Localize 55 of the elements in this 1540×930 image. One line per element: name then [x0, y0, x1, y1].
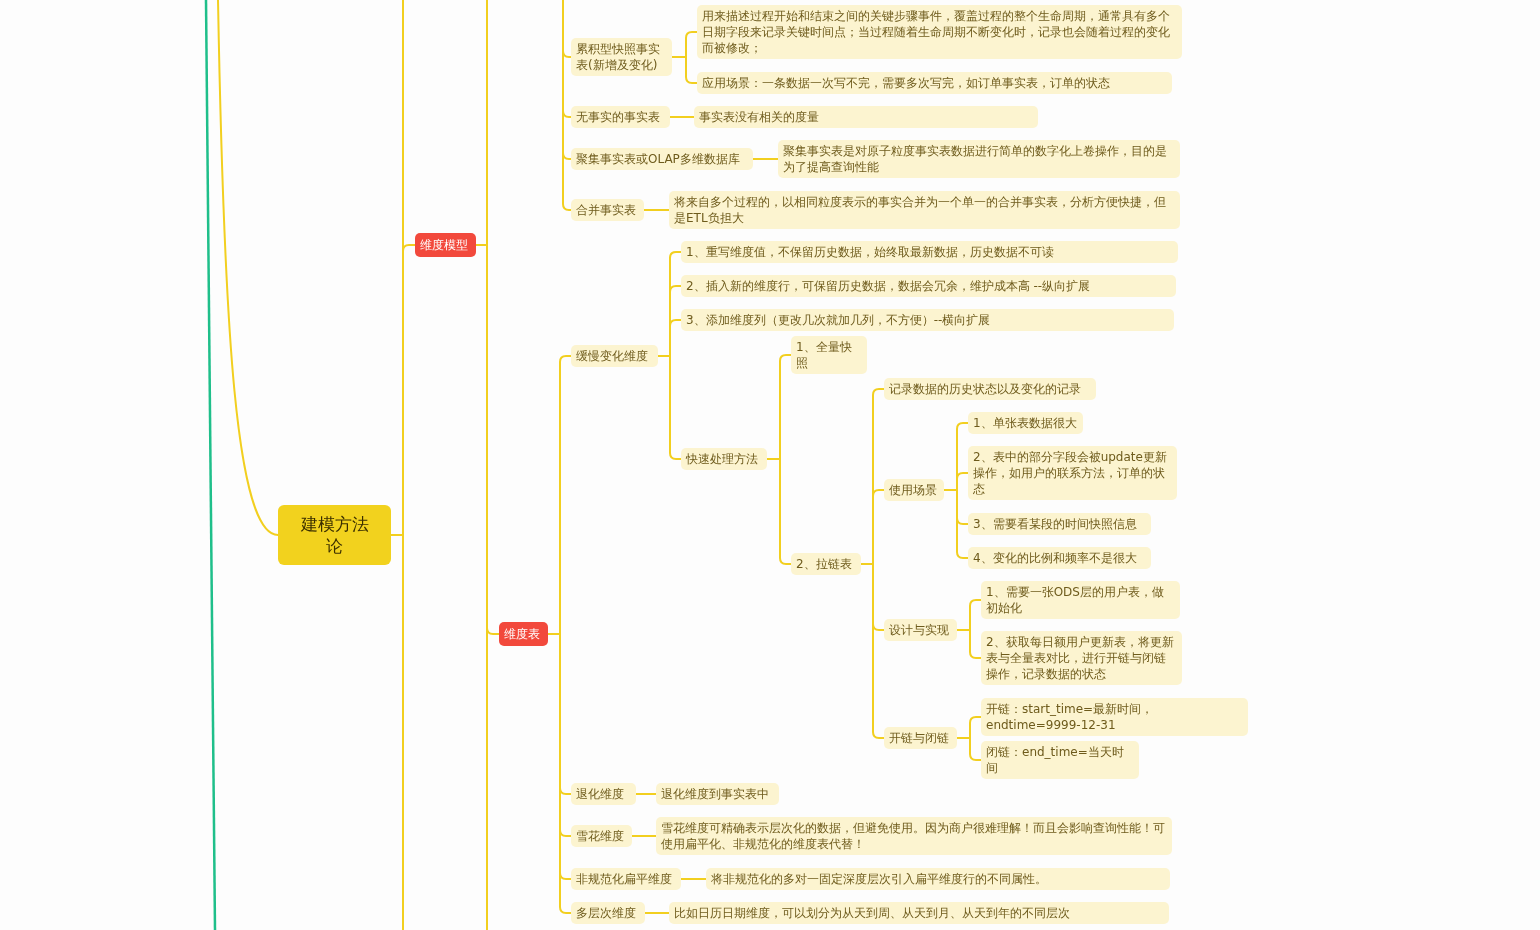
topic-box: 记录数据的历史状态以及变化的记录 — [884, 378, 1096, 400]
topic-box: 聚集事实表或OLAP多维数据库 — [571, 148, 753, 170]
topic-box: 使用场景 — [884, 479, 944, 501]
central-topic: 建模方法论 — [278, 505, 391, 565]
branch-topic: 维度表 — [499, 622, 548, 646]
topic-box: 4、变化的比例和频率不是很大 — [968, 547, 1151, 569]
topic-box: 3、需要看某段的时间快照信息 — [968, 513, 1151, 535]
topic-box: 无事实的事实表 — [571, 106, 670, 128]
branch-line — [943, 489, 969, 559]
branch-line — [680, 878, 707, 880]
topic-box: 2、表中的部分字段会被update更新操作，如用户的联系方法，订单的状态 — [968, 446, 1177, 500]
branch-line — [390, 244, 416, 536]
topic-box: 开链与闭链 — [884, 727, 957, 749]
topic-box: 缓慢变化维度 — [571, 345, 658, 367]
branch-line — [217, 0, 279, 536]
topic-box: 用来描述过程开始和结束之间的关键步骤事件，覆盖过程的整个生命周期，通常具有多个日期字段来记录关键时间点；当过程随着生命周期不断变化时，记录也会随着过程的变化而被修改； — [697, 5, 1182, 59]
branch-line — [752, 158, 779, 160]
topic-box: 2、拉链表 — [791, 553, 861, 575]
topic-box: 将非规范化的多对一固定深度层次引入扁平维度行的不同属性。 — [706, 868, 1170, 890]
topic-box: 2、获取每日额用户更新表，将更新表与全量表对比，进行开链与闭链操作，记录数据的状态 — [981, 631, 1182, 685]
topic-box: 聚集事实表是对原子粒度事实表数据进行简单的数字化上卷操作，目的是为了提高查询性能 — [778, 140, 1180, 178]
topic-box: 快速处理方法 — [681, 448, 767, 470]
topic-box: 比如日历日期维度，可以划分为从天到周、从天到月、从天到年的不同层次 — [669, 902, 1169, 924]
topic-box: 1、重写维度值，不保留历史数据，始终取最新数据，历史数据不可读 — [681, 241, 1178, 263]
topic-box: 设计与实现 — [884, 619, 957, 641]
topic-box: 事实表没有相关的度量 — [694, 106, 1038, 128]
topic-box: 应用场景：一条数据一次写不完，需要多次写完，如订单事实表，订单的状态 — [697, 72, 1172, 94]
branch-line — [671, 56, 698, 84]
topic-box: 雪花维度可精确表示层次化的数据，但避免使用。因为商户很难理解！而且会影响查询性能！可使用扁平化、非规范化的维度表代替！ — [656, 817, 1172, 855]
branch-line — [766, 458, 792, 565]
topic-box: 多层次维度 — [571, 902, 645, 924]
branch-line — [631, 835, 657, 837]
topic-box: 雪花维度 — [571, 825, 632, 847]
topic-box: 退化维度 — [571, 783, 636, 805]
branch-line — [669, 116, 695, 118]
branch-line — [956, 737, 982, 761]
topic-box: 3、添加维度列（更改几次就加几列，不方便）--横向扩展 — [681, 309, 1174, 331]
topic-box: 累积型快照事实表(新增及变化) — [571, 38, 672, 76]
branch-line — [657, 355, 682, 460]
topic-box: 合并事实表 — [571, 199, 644, 221]
branch-line — [956, 629, 982, 659]
topic-box: 1、单张表数据很大 — [968, 412, 1083, 434]
topic-box: 非规范化扁平维度 — [571, 868, 681, 890]
topic-box: 2、插入新的维度行，可保留历史数据，数据会冗余，维护成本高 --纵向扩展 — [681, 275, 1176, 297]
branch-line — [860, 563, 885, 739]
topic-box: 退化维度到事实表中 — [656, 783, 779, 805]
branch-line — [635, 793, 657, 795]
topic-box: 将来自多个过程的，以相同粒度表示的事实合并为一个单一的合并事实表，分析方便快捷，但是ETL负担大 — [669, 191, 1180, 229]
branch-topic: 维度模型 — [415, 233, 476, 257]
branch-line — [644, 912, 670, 914]
topic-box: 1、全量快照 — [791, 336, 867, 374]
topic-box: 1、需要一张ODS层的用户表，做初始化 — [981, 581, 1180, 619]
branch-line — [643, 209, 670, 211]
topic-box: 闭链：end_time=当天时间 — [981, 741, 1139, 779]
topic-box: 开链：start_time=最新时间，endtime=9999-12-31 — [981, 698, 1248, 736]
